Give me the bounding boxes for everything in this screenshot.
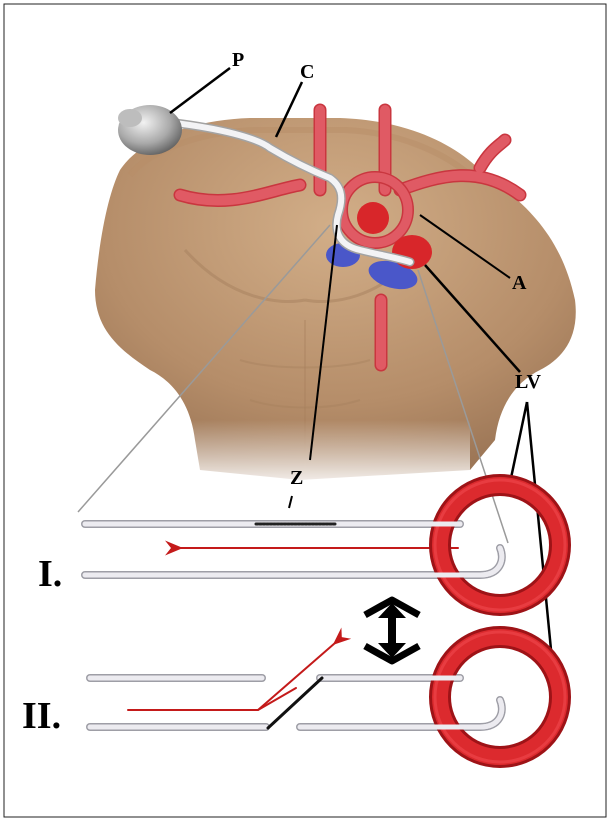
label-lv: LV bbox=[515, 371, 542, 393]
label-a: A bbox=[512, 272, 527, 294]
aortic-root bbox=[357, 202, 389, 234]
label-state-two: II. bbox=[22, 695, 61, 737]
label-state-one: I. bbox=[38, 553, 62, 595]
state-transition-arrow bbox=[365, 600, 419, 661]
label-c: C bbox=[300, 61, 314, 83]
torso bbox=[95, 118, 576, 490]
break-line bbox=[268, 678, 322, 728]
label-p: P bbox=[232, 49, 244, 71]
label-z: Z bbox=[290, 467, 303, 489]
